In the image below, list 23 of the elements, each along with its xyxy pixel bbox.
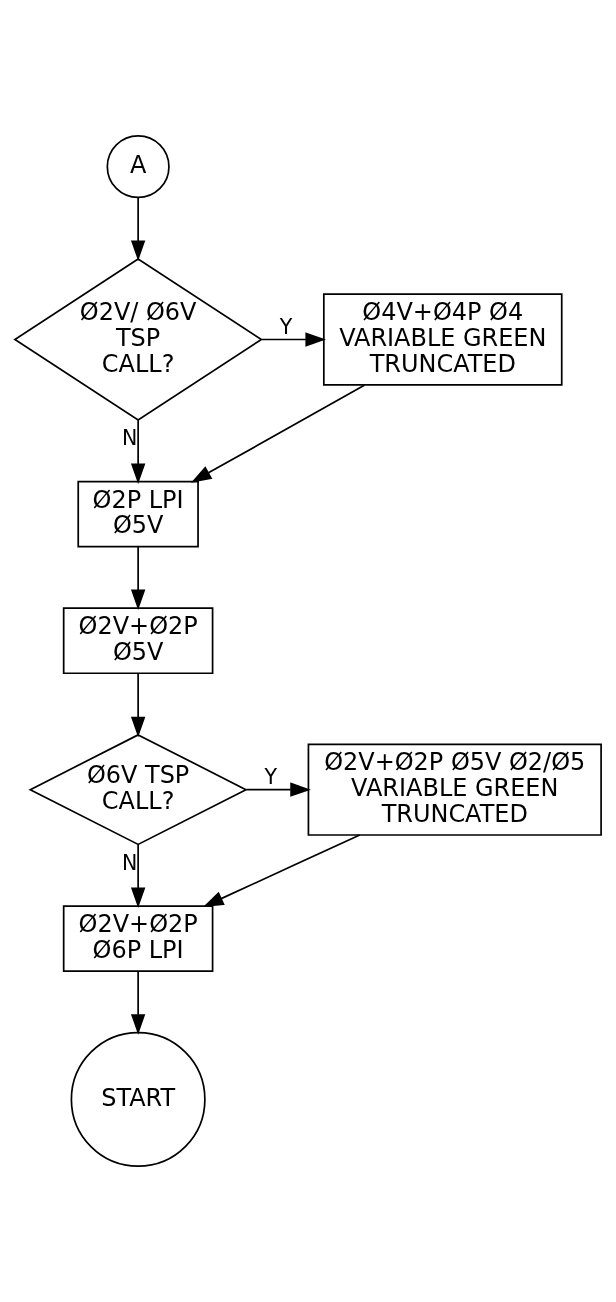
edge-label: Y — [264, 764, 278, 789]
node-box: Ø4V+Ø4P Ø4 VARIABLE GREEN TRUNCATED — [322, 293, 563, 386]
node-diamond: Ø2V/ Ø6V TSP CALL? — [13, 258, 263, 421]
arrow — [130, 197, 146, 261]
node-box: Ø2V+Ø2P Ø6P LPI — [62, 905, 214, 972]
arrow — [130, 843, 146, 909]
node-box: Ø2V+Ø2P Ø5V — [62, 607, 214, 675]
node-box: Ø2V+Ø2P Ø5V Ø2/Ø5 VARIABLE GREEN TRUNCATED — [307, 743, 602, 836]
node-circle: START — [70, 1031, 206, 1167]
arrow — [245, 782, 311, 797]
node-circle: A — [106, 135, 170, 199]
edge-label: N — [121, 850, 138, 875]
arrow — [130, 970, 146, 1035]
node-diamond: Ø6V TSP CALL? — [28, 733, 248, 846]
arrow — [130, 546, 146, 611]
edge-label: Y — [279, 314, 293, 339]
arrow — [203, 834, 361, 907]
arrow — [130, 419, 146, 485]
arrow — [191, 384, 366, 483]
arrow — [261, 332, 326, 347]
node-box: Ø2P LPI Ø5V — [77, 480, 199, 548]
arrow — [130, 672, 146, 738]
edge-label: N — [121, 426, 138, 451]
